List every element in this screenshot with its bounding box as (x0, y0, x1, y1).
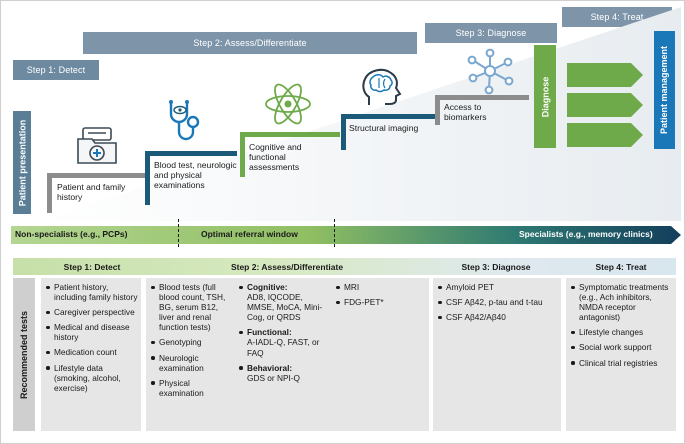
list-item: Functional:A-IADL-Q, FAST, or FAQ (238, 327, 327, 358)
cognitive-heading: Cognitive: (247, 282, 288, 292)
header-step-3: Step 3: Diagnose (461, 262, 531, 272)
optimal-referral-window-label: Optimal referral window (201, 229, 298, 239)
medical-folder-icon (77, 127, 117, 164)
column-diagnose: Amyloid PET CSF Aβ42, p-tau and t-tau CS… (433, 278, 561, 431)
assess-cognitive-list: Cognitive:AD8, IQCODE, MMSE, MoCA, Mini-… (235, 278, 329, 388)
list-item: Medication count (45, 347, 138, 357)
brain-head-icon (362, 68, 402, 105)
list-item: Caregiver perspective (45, 307, 138, 317)
molecule-network-icon (467, 48, 514, 95)
stethoscope-icon (169, 100, 200, 141)
treatment-arrows (567, 63, 643, 147)
header-step-1: Step 1: Detect (63, 262, 121, 272)
stair-4-label: Structural imaging (349, 123, 419, 133)
column-assess (146, 278, 429, 431)
patient-presentation-bar: Patient presentation (13, 111, 31, 214)
list-item: Physical examination (150, 378, 233, 398)
list-item: Blood tests (full blood count, TSH, BG, … (150, 282, 233, 332)
list-item: Amyloid PET (437, 282, 557, 292)
stair-3-riser (240, 132, 245, 177)
stair-1-riser (47, 173, 52, 213)
non-specialists-label: Non-specialists (e.g., PCPs) (15, 229, 128, 239)
functional-heading: Functional: (247, 327, 292, 338)
list-item: Lifestyle data (smoking, alcohol, exerci… (45, 363, 138, 393)
stair-5-riser (435, 95, 440, 125)
stair-5-label: Access to biomarkers (444, 102, 487, 123)
stair-5-bar (435, 95, 529, 100)
behavioral-heading: Behavioral: (247, 362, 293, 373)
specialists-label: Specialists (e.g., memory clinics) (519, 229, 653, 239)
list-item: Genotyping (150, 337, 233, 347)
patient-management-bar: Patient management (654, 31, 675, 149)
assess-imaging-list: MRI FDG-PET* (332, 278, 427, 312)
patient-management-label: Patient management (659, 45, 670, 135)
step-2-assess-label: Step 2: Assess/Differentiate (83, 32, 417, 54)
referral-window-end-marker (334, 219, 335, 247)
header-step-4: Step 4: Treat (595, 262, 647, 272)
behavioral-tests: GDS or NPI-Q (247, 372, 301, 383)
stair-2-label: Blood test, neurologic and physical exam… (154, 160, 237, 191)
stair-4-bar (341, 114, 435, 119)
diagnose-bar: Diagnose (534, 45, 556, 148)
list-item: Symptomatic treatments (e.g., Ach inhibi… (570, 282, 673, 322)
treat-test-list: Symptomatic treatments (e.g., Ach inhibi… (566, 278, 676, 368)
stair-1-label: Patient and family history (57, 182, 126, 203)
list-item: FDG-PET* (335, 297, 425, 307)
column-detect: Patient history, including family histor… (41, 278, 141, 431)
list-item: Neurologic examination (150, 353, 233, 373)
atom-icon (265, 83, 311, 125)
list-item: Behavioral:GDS or NPI-Q (238, 363, 327, 383)
stair-3-label: Cognitive and functional assessments (249, 142, 302, 173)
stair-3-bar (240, 132, 340, 137)
list-item: Clinical trial registries (570, 358, 673, 368)
recommended-tests-label: Recommended tests (19, 310, 29, 399)
list-item: CSF Aβ42, p-tau and t-tau (437, 297, 557, 307)
recommended-tests-bar: Recommended tests (13, 278, 35, 431)
list-item: CSF Aβ42/Aβ40 (437, 312, 557, 322)
list-item: Lifestyle changes (570, 327, 673, 337)
stair-2-riser (145, 151, 150, 205)
list-item: Patient history, including family histor… (45, 282, 138, 302)
assess-blood-tests-list: Blood tests (full blood count, TSH, BG, … (147, 278, 235, 403)
referral-window-start-marker (178, 219, 179, 247)
step-3-diagnose-label: Step 3: Diagnose (425, 23, 557, 43)
column-treat: Symptomatic treatments (e.g., Ach inhibi… (566, 278, 676, 431)
diagnose-label: Diagnose (540, 76, 551, 117)
list-item: Social work support (570, 342, 673, 352)
cognitive-tests: AD8, IQCODE, MMSE, MoCA, Mini-Cog, or QR… (247, 292, 323, 323)
step-1-detect-label: Step 1: Detect (13, 60, 99, 80)
stair-4-riser (341, 114, 346, 150)
patient-presentation-label: Patient presentation (17, 119, 28, 206)
list-item: Medical and disease history (45, 322, 138, 342)
header-step-2: Step 2: Assess/Differentiate (230, 262, 344, 272)
list-item: Cognitive:AD8, IQCODE, MMSE, MoCA, Mini-… (238, 282, 327, 322)
functional-tests: A-IADL-Q, FAST, or FAQ (247, 337, 320, 358)
stair-2-bar (145, 151, 237, 156)
stair-1-bar (47, 173, 145, 178)
diagnose-test-list: Amyloid PET CSF Aβ42, p-tau and t-tau CS… (433, 278, 561, 322)
detect-test-list: Patient history, including family histor… (41, 278, 141, 393)
list-item: MRI (335, 282, 425, 292)
table-header-band (13, 258, 676, 275)
